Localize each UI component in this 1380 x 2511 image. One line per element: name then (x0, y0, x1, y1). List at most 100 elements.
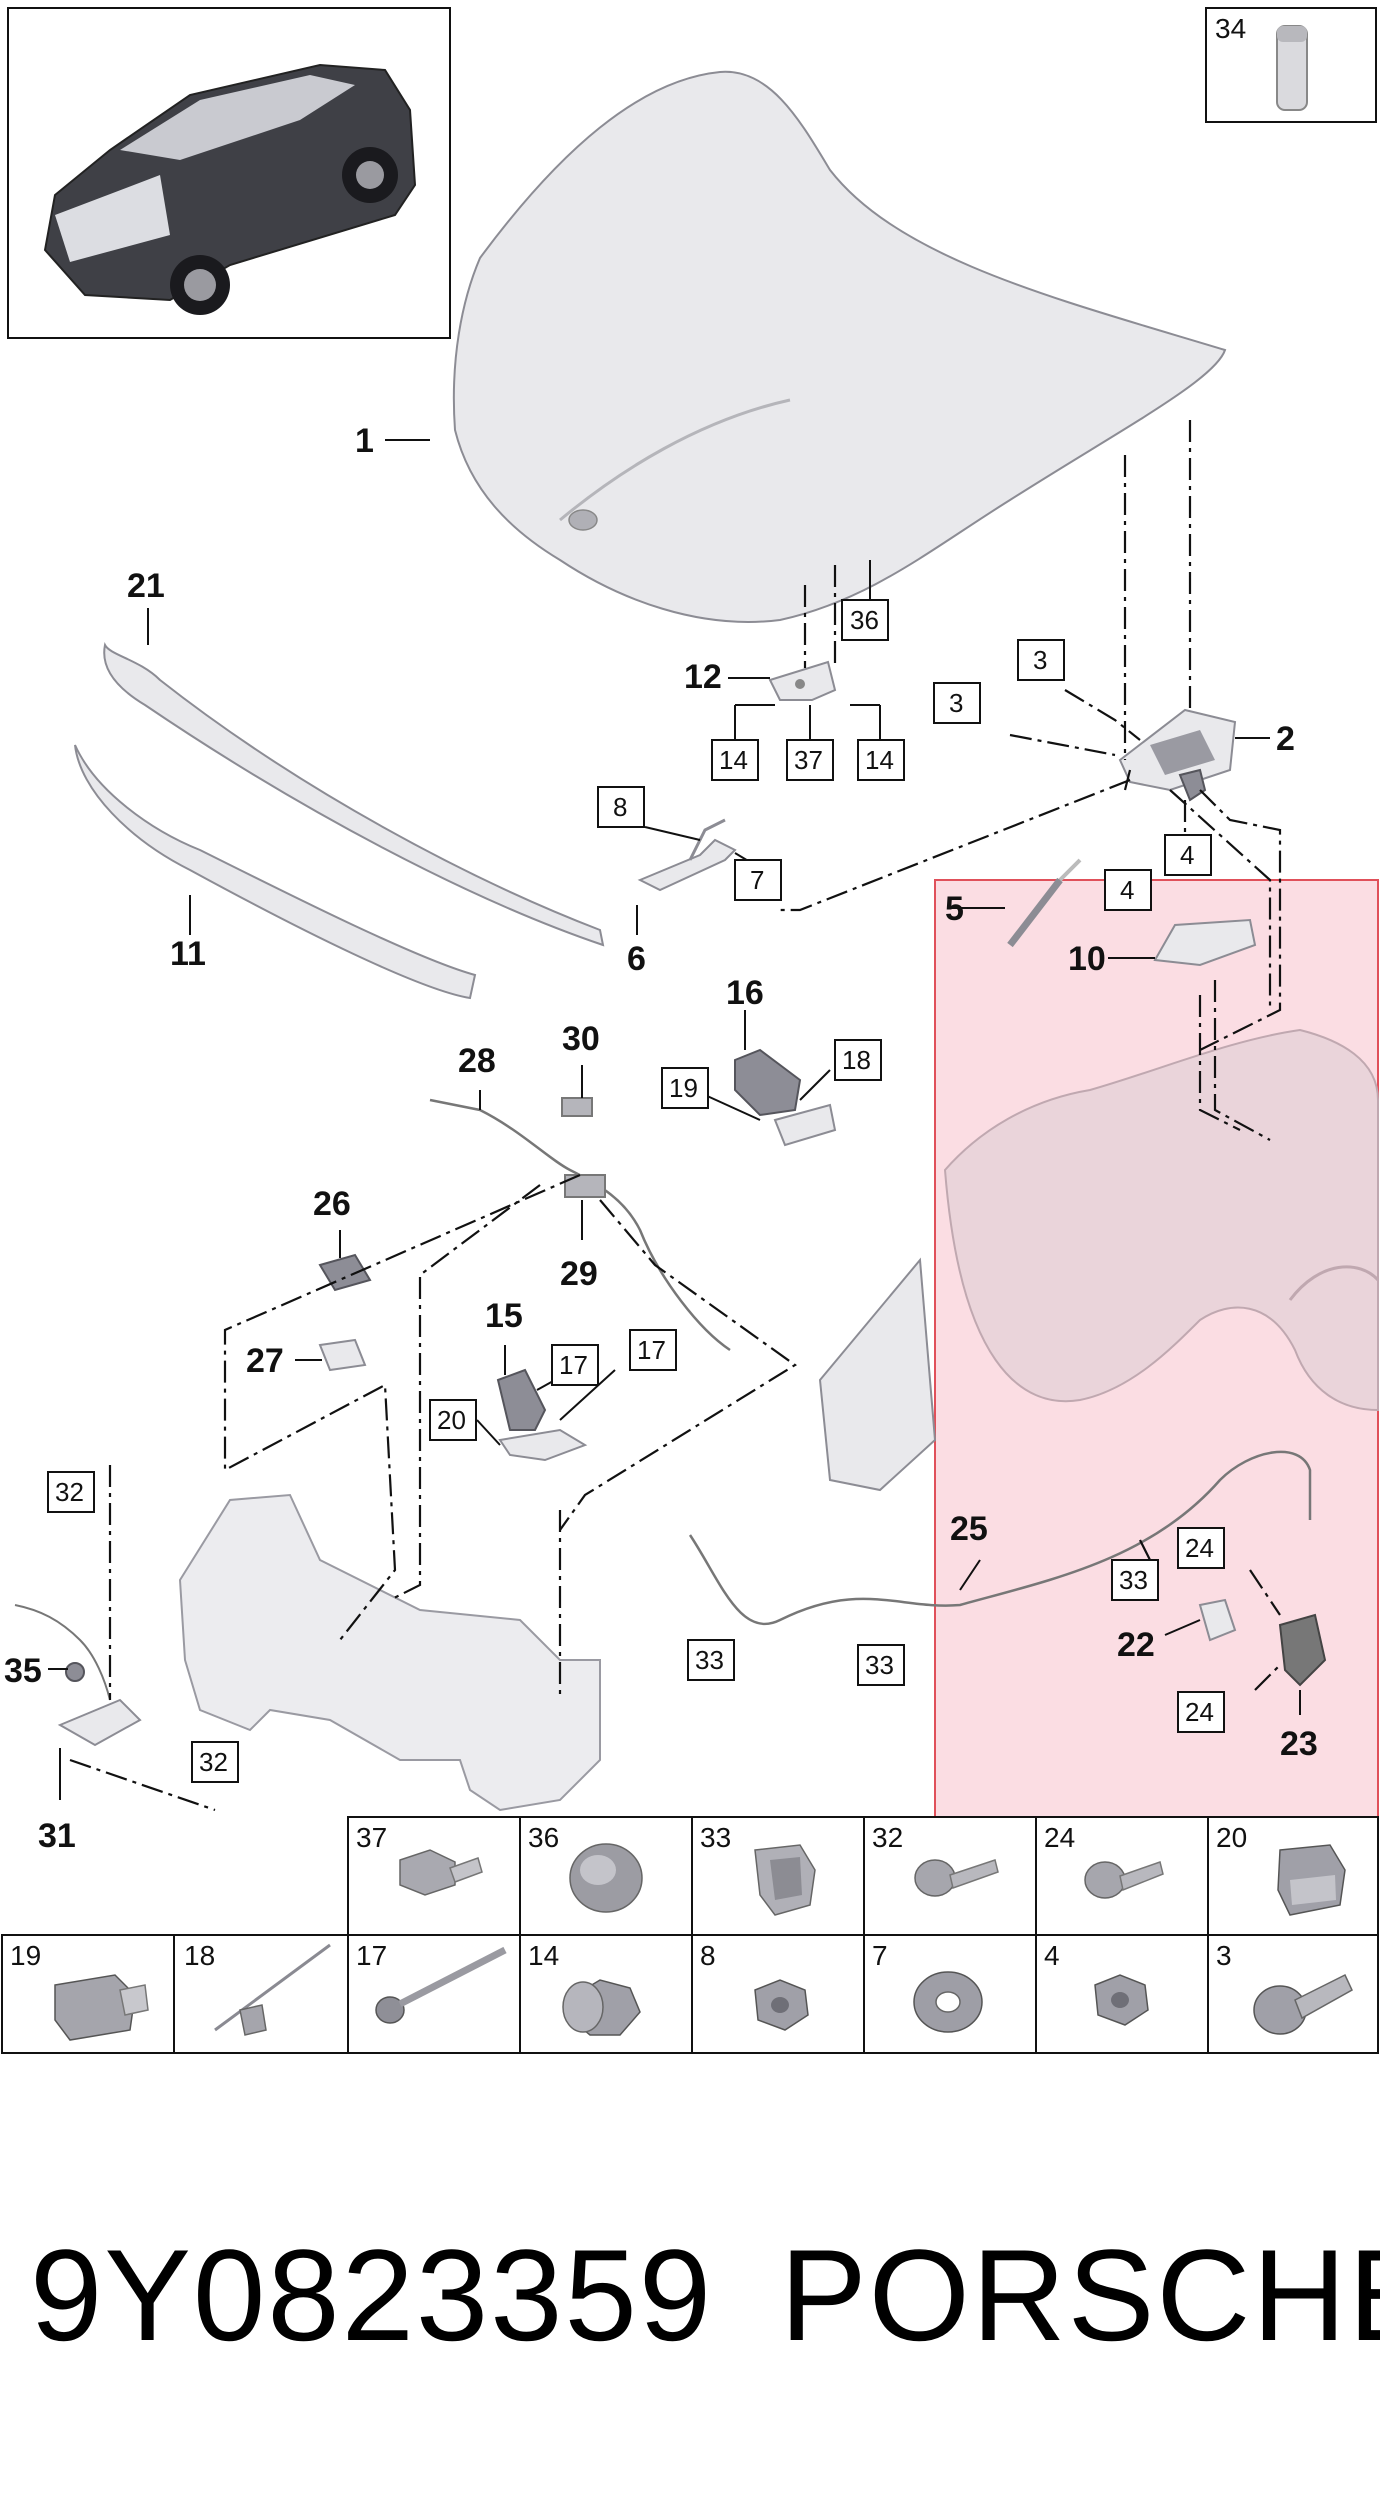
footer: 9Y0823359 PORSCHE (0, 2220, 1380, 2400)
box-7: 7 (734, 859, 782, 901)
cable-guide-6 (637, 818, 737, 892)
box-14b: 14 (857, 739, 905, 781)
fastener-label-18: 18 (184, 1940, 215, 1971)
callout-26: 26 (313, 1185, 351, 1223)
part-number: 9Y0823359 (30, 2222, 714, 2368)
box-17b: 17 (629, 1329, 677, 1371)
fastener-label-4: 4 (1044, 1940, 1060, 1971)
radiator-support (818, 1257, 937, 1492)
fastener-label-7: 7 (872, 1940, 888, 1971)
fastener-label-17: 17 (356, 1940, 387, 1971)
callout-30: 30 (562, 1020, 600, 1058)
fastener-label-33: 33 (700, 1822, 731, 1853)
bracket-20-icon (1277, 1844, 1346, 1916)
svg-text:17: 17 (559, 1350, 588, 1380)
leader-lines (48, 439, 1301, 1800)
callout-1: 1 (355, 422, 374, 460)
release-cable-25 (688, 1450, 1312, 1626)
lock-module-15 (496, 1368, 588, 1462)
callout-27: 27 (246, 1342, 284, 1380)
svg-text:20: 20 (437, 1405, 466, 1435)
callout-23: 23 (1280, 1725, 1318, 1763)
screw-32-icon (914, 1859, 999, 1897)
vehicle-thumbnail (7, 7, 451, 339)
hood-panel (452, 70, 1227, 623)
svg-text:18: 18 (842, 1045, 871, 1075)
alignment-lines (69, 420, 1282, 1812)
plug-36-icon (569, 1843, 643, 1913)
bolt-3-icon (1253, 1973, 1353, 2035)
gas-strut-5 (1007, 858, 1082, 948)
svg-text:32: 32 (55, 1477, 84, 1507)
release-module-16 (734, 1048, 837, 1147)
box-24b: 24 (1177, 1691, 1225, 1733)
fastener-label-32: 32 (872, 1822, 903, 1853)
svg-text:4: 4 (1120, 875, 1134, 905)
callout-numbers: 1 2 5 6 10 11 12 15 16 21 22 23 25 26 27… (4, 422, 1318, 1855)
callout-28: 28 (458, 1042, 496, 1080)
callout-5: 5 (945, 890, 964, 928)
box-36: 36 (841, 599, 889, 641)
svg-text:14: 14 (719, 745, 748, 775)
bolt-17-icon (375, 1946, 507, 2024)
fastener-label-3: 3 (1216, 1940, 1232, 1971)
svg-text:33: 33 (695, 1645, 724, 1675)
box-33b: 33 (857, 1644, 905, 1686)
fastener-label-24: 24 (1044, 1822, 1075, 1853)
screw-24-icon (1084, 1861, 1164, 1899)
callout-25: 25 (950, 1510, 988, 1548)
clip-33-icon (754, 1844, 816, 1916)
bracket-26 (318, 1253, 372, 1292)
callout-10: 10 (1068, 940, 1106, 978)
crest-icon (568, 509, 598, 531)
bolt-37-icon (399, 1849, 483, 1896)
box-3a: 3 (1017, 639, 1065, 681)
callout-31: 31 (38, 1817, 76, 1855)
svg-text:8: 8 (613, 792, 627, 822)
cable-tie-18-icon (214, 1943, 331, 2036)
hinge-bracket-12 (768, 660, 837, 701)
svg-text:7: 7 (750, 865, 764, 895)
box-33c: 33 (1111, 1559, 1159, 1601)
front-carrier (178, 1493, 601, 1812)
box-4a: 4 (1164, 834, 1212, 876)
washer-7-icon (913, 1971, 983, 2033)
svg-text:17: 17 (637, 1335, 666, 1365)
fastener-label-36: 36 (528, 1822, 559, 1853)
box-20: 20 (429, 1399, 477, 1441)
fender-panel (943, 1028, 1379, 1412)
svg-text:37: 37 (794, 745, 823, 775)
box-4b: 4 (1104, 869, 1152, 911)
fastener-label-37: 37 (356, 1822, 387, 1853)
svg-text:14: 14 (865, 745, 894, 775)
box-19: 19 (661, 1067, 709, 1109)
latch-31 (14, 1604, 142, 1747)
nut-8-icon (754, 1979, 809, 2031)
callout-11: 11 (170, 935, 206, 973)
part-34-box: 34 (1205, 7, 1377, 123)
fastener-label-8: 8 (700, 1940, 716, 1971)
fastener-label-14: 14 (528, 1940, 559, 1971)
box-24a: 24 (1177, 1527, 1225, 1569)
callout-22: 22 (1117, 1626, 1155, 1664)
box-14a: 14 (711, 739, 759, 781)
fastener-label-20: 20 (1216, 1822, 1247, 1853)
fastener-grid-row-1: 37 36 33 32 24 20 (347, 1816, 1379, 1936)
box-8: 8 (597, 786, 645, 828)
box-32a: 32 (47, 1471, 95, 1513)
bracket-10 (1153, 918, 1257, 967)
boxed-labels: 36 3 3 14 37 14 8 7 4 4 19 18 17 17 20 3… (47, 599, 1225, 1783)
fastener-grid-row-2: 19 18 17 14 8 7 4 3 (1, 1934, 1379, 2054)
brand-name: PORSCHE (780, 2222, 1380, 2368)
svg-text:19: 19 (669, 1073, 698, 1103)
connector-19-icon (54, 1974, 149, 2041)
box-18: 18 (834, 1039, 882, 1081)
callout-35: 35 (4, 1652, 42, 1690)
fastener-label-19: 19 (10, 1940, 41, 1971)
callout-29: 29 (560, 1255, 598, 1293)
callout-21: 21 (127, 567, 165, 605)
part-34-label: 34 (1215, 13, 1246, 44)
callout-2: 2 (1276, 720, 1295, 758)
svg-text:3: 3 (1033, 645, 1047, 675)
